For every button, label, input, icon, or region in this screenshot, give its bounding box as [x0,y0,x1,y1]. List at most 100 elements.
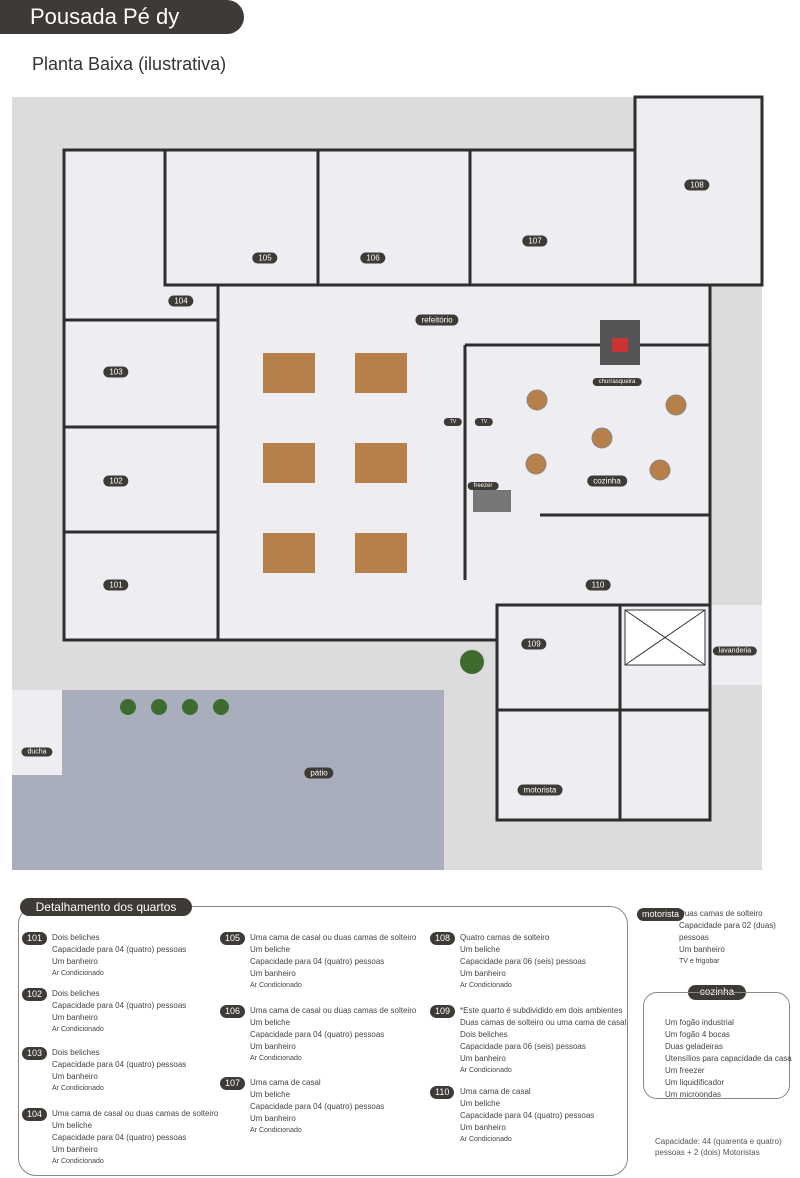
room-detail-line: Capacidade para 04 (quatro) pessoas [52,945,187,954]
ducha-label: ducha [21,747,53,757]
room-detail-line: Um beliche [460,945,501,954]
room-detail-line: Capacidade para 04 (quatro) pessoas [460,1111,595,1120]
room-detail-line: Uma cama de casal ou duas camas de solte… [52,1109,219,1118]
room-label-102: 102 [103,475,129,487]
page-subtitle: Planta Baixa (ilustrativa) [32,54,227,74]
page-title: Pousada Pé dy Canela [0,0,244,63]
room-detail-line: Um beliche [460,1099,501,1108]
details-section [18,906,628,1176]
fire-icon [612,338,628,352]
room-detail-line: Ar Condicionado [52,970,104,977]
cozinha-item: Um freezer [665,1066,705,1075]
room-label-106: 106 [360,252,386,264]
room-detail-line: Um banheiro [679,945,725,954]
cozinha-list: Um fogão industrial Um fogão 4 bocas Dua… [665,1017,792,1101]
room-detail-line: Dois beliches [460,1030,508,1039]
room-detail-line: Ar Condicionado [460,1136,512,1143]
cozinha-item: Um fogão 4 bocas [665,1030,730,1039]
dining-table [355,443,407,483]
room-number-badge: 102 [22,988,48,1001]
cozinha-label: cozinha [587,475,627,487]
patio-label: pátio [304,767,334,779]
cozinha-item: Um fogão industrial [665,1018,734,1027]
room-label-103: 103 [103,366,129,378]
room-detail-line: Um banheiro [250,969,296,978]
room-label-101: 101 [103,579,129,591]
round-table [526,389,548,411]
room-detail-line: *Este quarto é subdividido em dois ambie… [460,1006,623,1015]
dining-tables [263,353,407,573]
lavanderia-label: lavanderia [712,646,758,656]
dining-table [263,533,315,573]
room-detail-line: Um banheiro [250,1042,296,1051]
details-title: Detalhamento dos quartos [20,898,192,916]
room-number-badge: 101 [22,932,48,945]
room-detail-line: Dois beliches [52,1048,100,1057]
room-detail-line: Ar Condicionado [250,1055,302,1062]
room-detail-line: Um banheiro [460,1054,506,1063]
kitchen-tables [525,389,687,481]
cozinha-item: Duas geladeiras [665,1042,723,1051]
room-detail-line: Um banheiro [460,969,506,978]
room-detail-line: Ar Condicionado [52,1158,104,1165]
plant-icon [120,699,136,715]
room-number-badge: motorista [637,908,685,921]
room-detail-line: TV e frigobar [679,958,720,965]
room-label-105: 105 [252,252,278,264]
round-table [591,427,613,449]
room-detail-line: Uma cama de casal ou duas camas de solte… [250,1006,417,1015]
room-detail-line: Uma cama de casal [250,1078,321,1087]
dining-table [355,533,407,573]
room-detail-line: Capacidade para 04 (quatro) pessoas [250,957,385,966]
room-detail-line: Um banheiro [52,1072,98,1081]
plant-icon [460,650,484,674]
room-detail-line: Quatro camas de solteiro [460,933,550,942]
motorista-label: motorista [517,784,563,796]
lavanderia-area [710,605,762,685]
room-number-badge: 105 [220,932,246,945]
room-detail-line: Um beliche [250,945,291,954]
room-number-badge: 106 [220,1005,246,1018]
dining-table [263,443,315,483]
room-detail-line: Um banheiro [52,1145,98,1154]
building-walls [62,95,764,822]
dining-table [263,353,315,393]
room-number-badge: 107 [220,1077,246,1090]
room-detail-line: Um beliche [250,1018,291,1027]
plant-icon [151,699,167,715]
tv-label: TV [443,418,463,426]
dining-table [355,353,407,393]
cozinha-item: Um liquidificador [665,1078,725,1087]
room-detail-line: Capacidade para 06 (seis) pessoas [460,957,586,966]
room-detail-line: Dois beliches [52,989,100,998]
room-detail-line: Ar Condicionado [250,1127,302,1134]
room-detail-line: Capacidade para 04 (quatro) pessoas [52,1133,187,1142]
room-detail-line: Um banheiro [250,1114,296,1123]
plant-icon [182,699,198,715]
room-detail-line: Ar Condicionado [52,1085,104,1092]
refeitorio-label: refeitório [415,314,459,326]
room-number-badge: 104 [22,1108,48,1121]
churrasqueira-label: churrasqueira [592,378,642,386]
room-detail-line: Um banheiro [52,1013,98,1022]
round-table [649,459,671,481]
tv-label: TV [474,418,494,426]
room-detail: 104 Uma cama de casal ou duas camas de so… [22,1108,218,1168]
room-detail-line: Duas camas de solteiro [679,909,763,918]
room-detail-line: Duas camas de solteiro ou uma cama de ca… [460,1018,627,1027]
room-detail-line: Um beliche [52,1121,93,1130]
room-detail-line: Ar Condicionado [460,982,512,989]
room-detail: 106 Uma cama de casal ou duas camas de so… [220,1005,416,1065]
room-detail-line: Ar Condicionado [460,1067,512,1074]
round-table [525,453,547,475]
room-detail-line: Uma cama de casal ou duas camas de solte… [250,933,417,942]
room-detail-line: Uma cama de casal [460,1087,531,1096]
room-number-badge: 108 [430,932,456,945]
room-detail: 109*Este quarto é subdividido em dois am… [430,1005,626,1077]
cozinha-box [643,992,790,1099]
